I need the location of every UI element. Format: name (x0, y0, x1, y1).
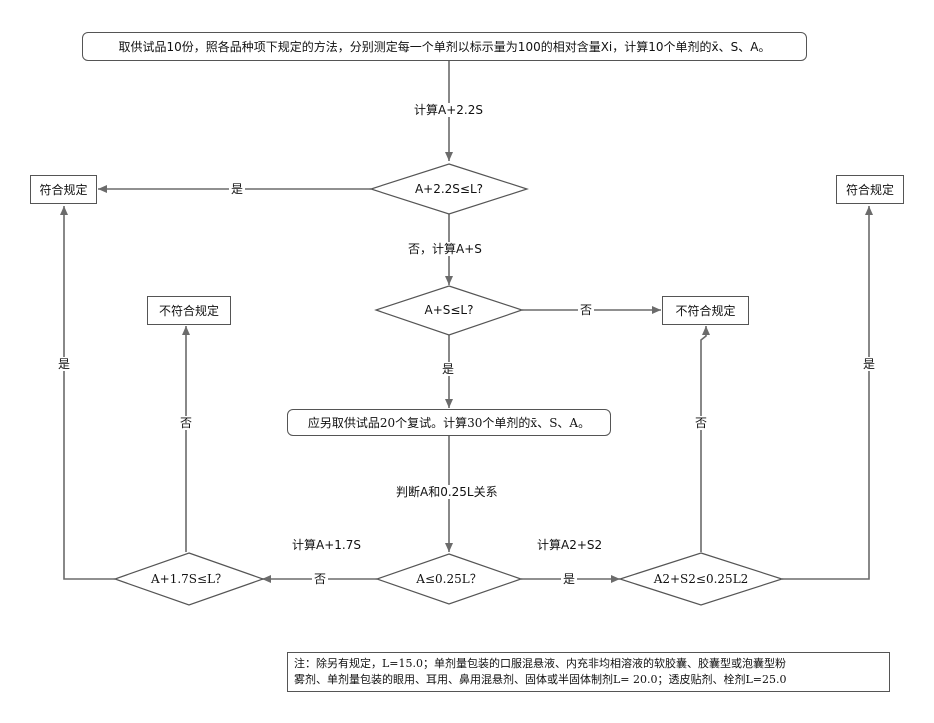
decision-d2-shape (374, 285, 524, 336)
decision-d3-shape (375, 553, 523, 605)
decision-d1-text: A+2.2S≤L? (414, 182, 484, 196)
edge-d4-yes (60, 206, 115, 580)
edge-label-judge: 判断A和0.25L关系 (394, 485, 500, 499)
decision-d5-text: A2+S2≤0.25L2 (653, 572, 749, 586)
edge-label-yes-d2: 是 (440, 362, 457, 376)
note-line-2: 雾剂、单剂量包装的眼用、耳用、鼻用混悬剂、固体或半固体制剂L= 20.0；透皮贴… (294, 673, 787, 686)
edge-label-no-d4: 否 (178, 416, 195, 430)
fail-left-text: 不符合规定 (158, 303, 219, 318)
pass-right-text: 符合规定 (845, 182, 894, 197)
fail-right-box: 不符合规定 (662, 296, 749, 325)
decision-d4-shape (113, 552, 265, 606)
edge-label-yes-d5: 是 (861, 357, 878, 371)
pass-right-box: 符合规定 (836, 175, 904, 204)
fail-right-text: 不符合规定 (675, 303, 736, 318)
edge-label-no-d3: 否 (312, 572, 329, 586)
edge-d5-yes (782, 206, 873, 580)
edge-label-no-calc-as: 否，计算A+S (406, 242, 484, 256)
edge-label-yes-d3: 是 (561, 572, 578, 586)
start-text: 取供试品10份，照各品种项下规定的方法，分别测定每一个单剂以标示量为100的相对… (118, 39, 771, 54)
decision-d5-shape (618, 552, 784, 606)
edge-d5-no (700, 326, 710, 552)
edge-label-calc-a22s: 计算A+2.2S (412, 103, 485, 117)
retest-box: 应另取供试品20个复试。计算30个单剂的x̄、S、A。 (287, 409, 611, 436)
edge-label-calc-a17s: 计算A+1.7S (290, 538, 363, 552)
note-box: 注：除另有规定，L=15.0；单剂量包装的口服混悬液、内充非均相溶液的软胶囊、胶… (287, 652, 890, 692)
decision-d2-text: A+S≤L? (424, 303, 474, 317)
start-box: 取供试品10份，照各品种项下规定的方法，分别测定每一个单剂以标示量为100的相对… (82, 32, 807, 61)
decision-d1-shape (369, 163, 529, 215)
decision-d4-text: A+1.7S≤L？ (150, 572, 228, 586)
edge-label-yes-d4: 是 (56, 357, 73, 371)
note-line-1: 注：除另有规定，L=15.0；单剂量包装的口服混悬液、内充非均相溶液的软胶囊、胶… (294, 657, 787, 670)
retest-text: 应另取供试品20个复试。计算30个单剂的x̄、S、A。 (307, 415, 591, 430)
decision-d3-text: A≤0.25L？ (416, 572, 482, 586)
edge-label-calc-a2s2: 计算A2+S2 (535, 538, 605, 552)
edge-label-no-d5: 否 (693, 416, 710, 430)
fail-left-box: 不符合规定 (147, 296, 231, 325)
pass-left-text: 符合规定 (39, 182, 88, 197)
pass-left-box: 符合规定 (30, 175, 97, 204)
edge-label-yes-d1: 是 (229, 182, 246, 196)
edge-label-no-d2: 否 (578, 303, 595, 317)
